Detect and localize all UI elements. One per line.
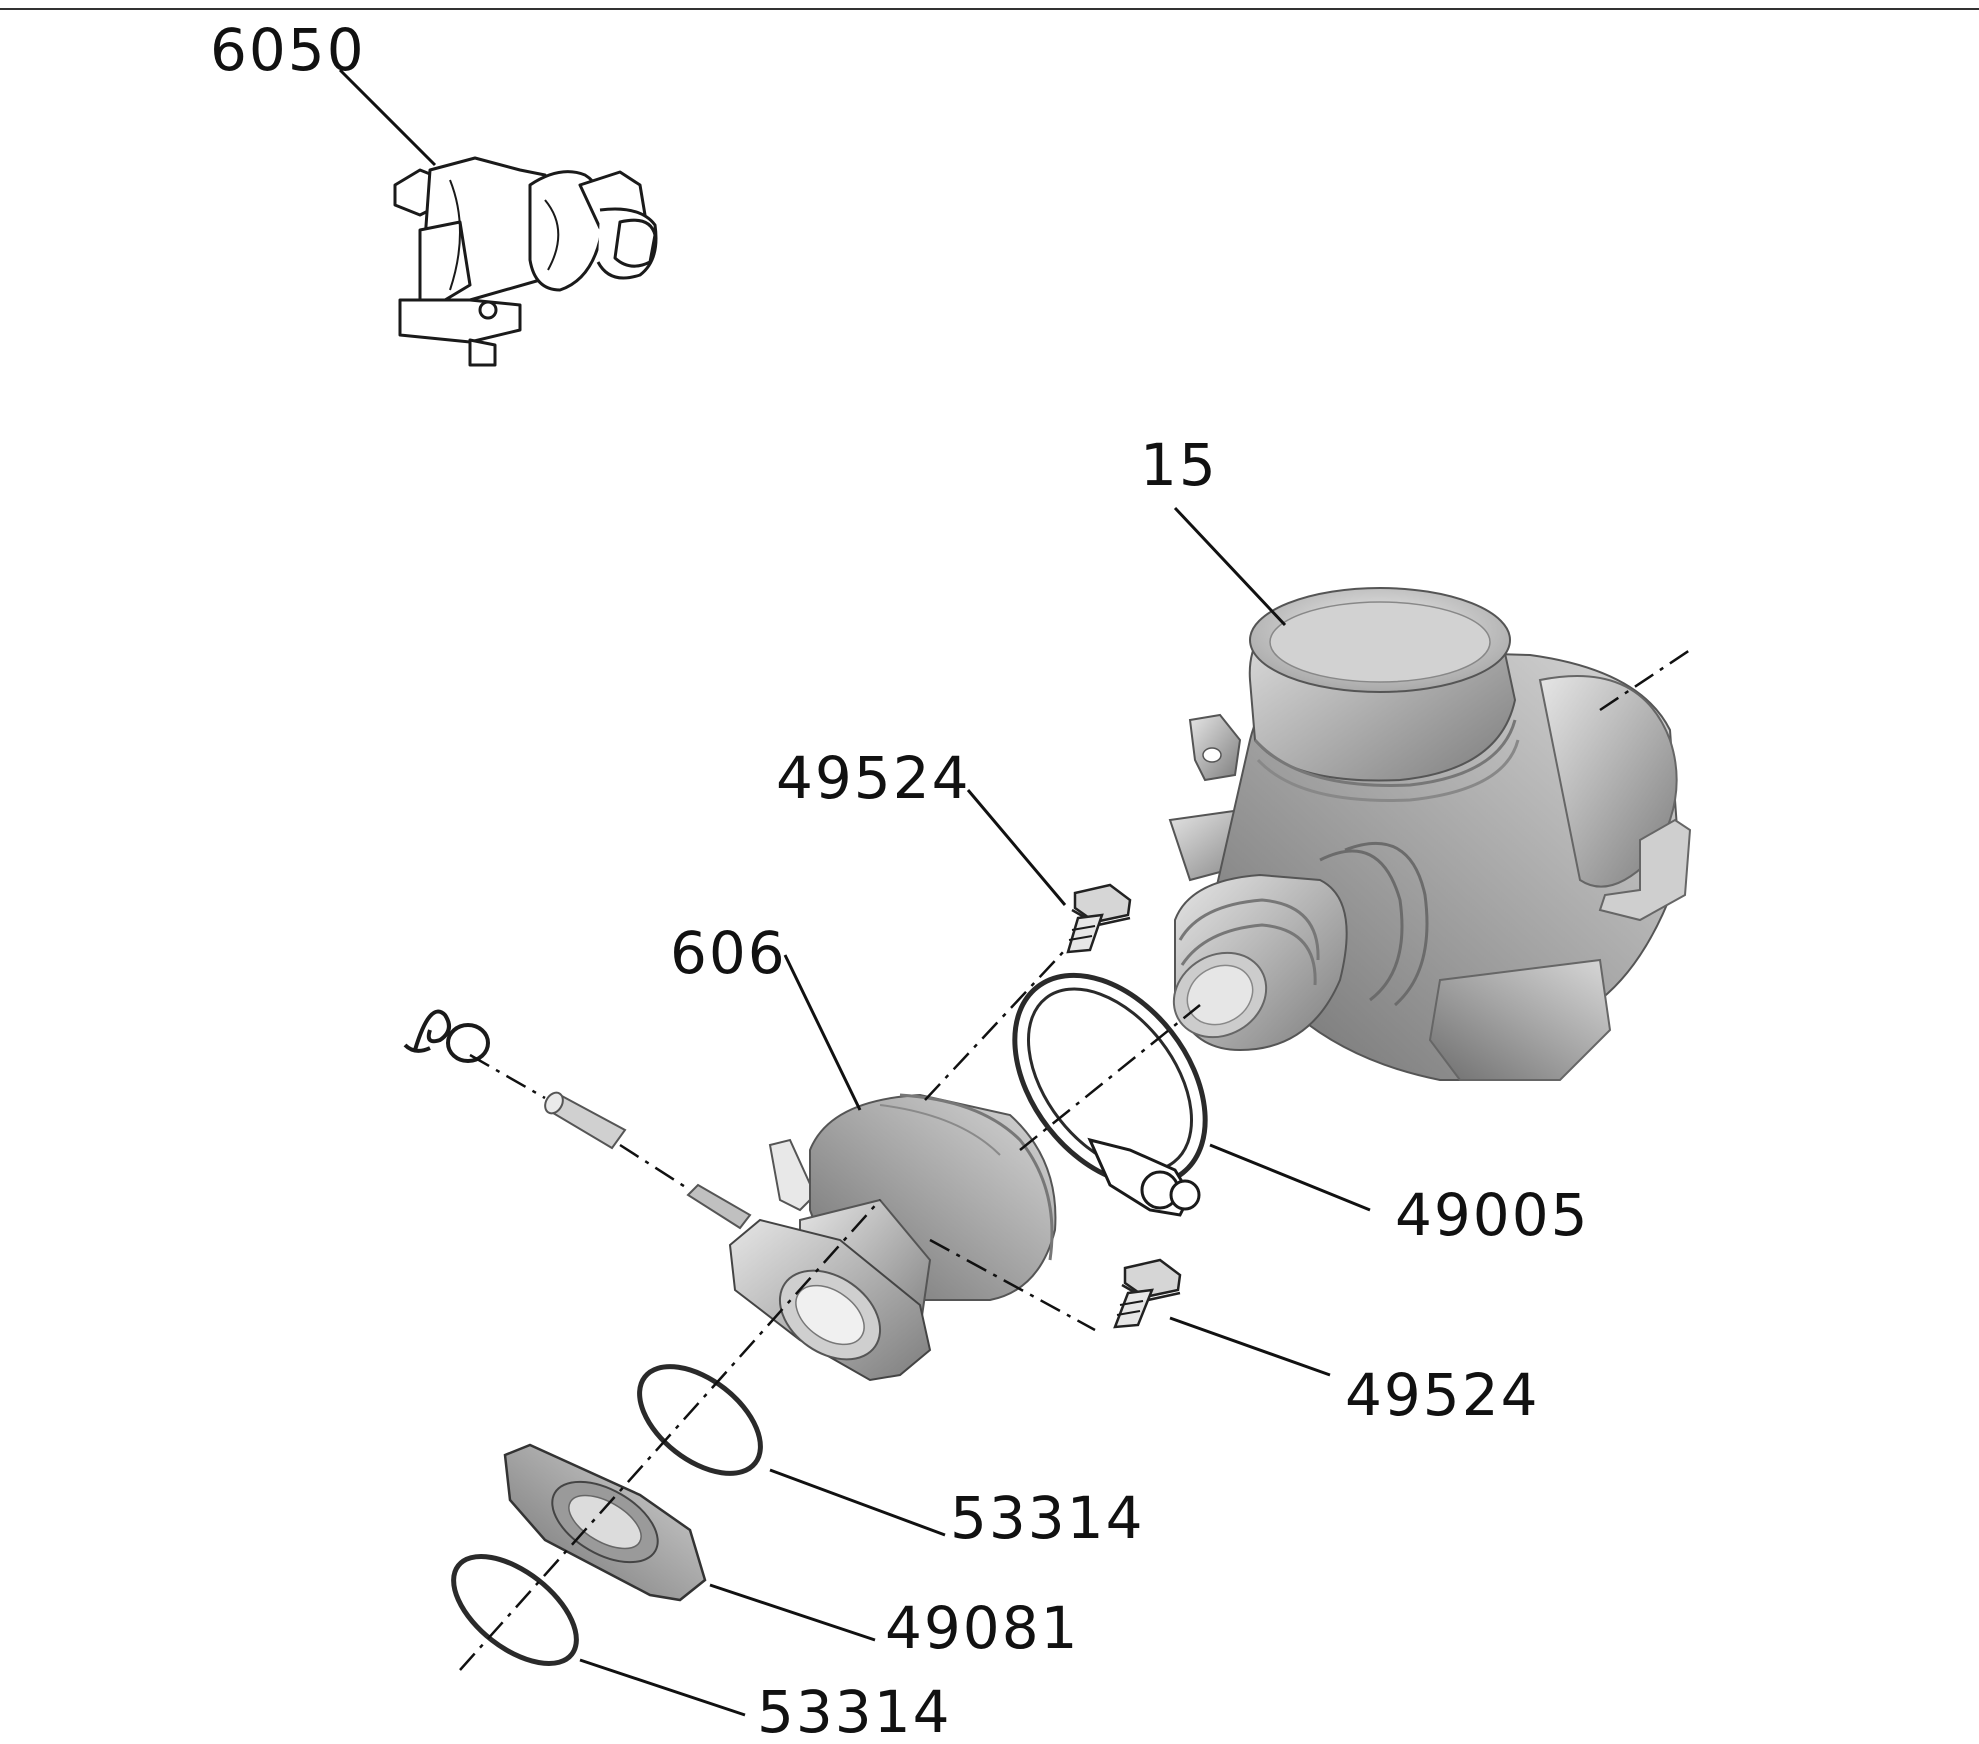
callout-53314-top: 53314 <box>950 1484 1145 1552</box>
callout-49524-top: 49524 <box>776 744 971 812</box>
part-49081-gasket <box>503 1443 707 1602</box>
part-53314-top-oring <box>637 1364 763 1476</box>
part-15-housing <box>1168 587 1692 1081</box>
callout-49081: 49081 <box>885 1594 1080 1662</box>
part-49524-top-bolt <box>1066 883 1132 954</box>
callout-49524-bottom: 49524 <box>1345 1361 1540 1429</box>
leader-lines <box>338 68 1371 1717</box>
part-49524-bottom-bolt <box>1113 1258 1182 1329</box>
part-49005-clamp <box>1012 972 1208 1217</box>
callout-606: 606 <box>670 919 787 987</box>
wire-spring <box>403 1009 490 1063</box>
callout-6050: 6050 <box>210 16 366 84</box>
pin-sleeve <box>544 1091 627 1150</box>
pin-stud <box>686 1183 752 1230</box>
part-53314-bottom-oring <box>451 1554 579 1666</box>
callout-53314-bottom: 53314 <box>757 1678 952 1744</box>
callout-49005: 49005 <box>1395 1181 1590 1249</box>
callout-15: 15 <box>1140 431 1218 499</box>
assembly-axes <box>459 648 1691 1671</box>
part-6050-valve <box>393 156 658 367</box>
part-606-adapter <box>728 1093 1057 1382</box>
